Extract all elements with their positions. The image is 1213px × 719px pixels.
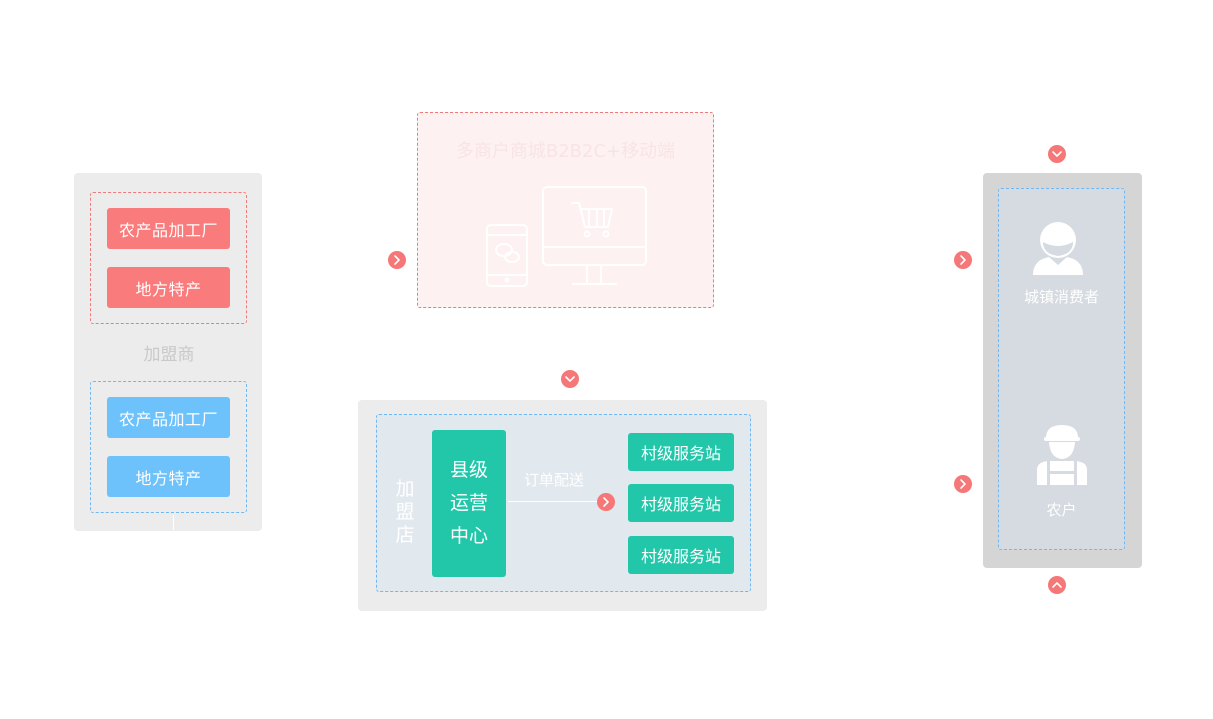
red-item-processing-plant: 农产品加工厂 xyxy=(107,208,230,249)
village-station-3: 村级服务站 xyxy=(628,536,734,574)
arrow-down-icon xyxy=(561,370,579,388)
mall-devices-icon xyxy=(486,186,647,287)
red-item-local-specialty: 地方特产 xyxy=(107,267,230,308)
mall-title: 多商户商城B2B2C+移动端 xyxy=(455,141,676,162)
blue-item-processing-plant: 农产品加工厂 xyxy=(107,397,230,438)
farmer-label: 农户 xyxy=(1046,501,1077,519)
county-center-label: 县级运营中心 xyxy=(449,459,488,547)
county-operation-center: 县级运营中心 xyxy=(432,430,506,577)
order-delivery-label: 订单配送 xyxy=(523,471,584,489)
blue-item-local-specialty: 地方特产 xyxy=(107,456,230,497)
franchisee-red-group xyxy=(90,192,247,324)
village-station-1: 村级服务站 xyxy=(628,433,734,471)
franchisee-blue-group xyxy=(90,381,247,513)
arrow-right-icon xyxy=(388,251,406,269)
consumer-avatar-icon xyxy=(1033,222,1083,275)
arrow-right-icon xyxy=(954,475,972,493)
mall-box xyxy=(417,112,714,308)
shopping-cart-monitor-icon xyxy=(542,186,647,285)
consumer-label: 城镇消费者 xyxy=(1023,288,1099,306)
franchise-store-label: 加盟店 xyxy=(395,478,415,546)
farmer-avatar-icon xyxy=(1037,425,1087,485)
arrow-right-icon xyxy=(597,493,615,511)
left-connector-tick xyxy=(173,515,174,530)
franchisee-caption: 加盟商 xyxy=(143,345,195,365)
village-station-2: 村级服务站 xyxy=(628,484,734,522)
order-delivery-line xyxy=(508,501,598,502)
wechat-phone-icon xyxy=(486,224,528,287)
arrow-down-icon xyxy=(1048,145,1066,163)
arrow-up-icon xyxy=(1048,576,1066,594)
arrow-right-icon xyxy=(954,251,972,269)
